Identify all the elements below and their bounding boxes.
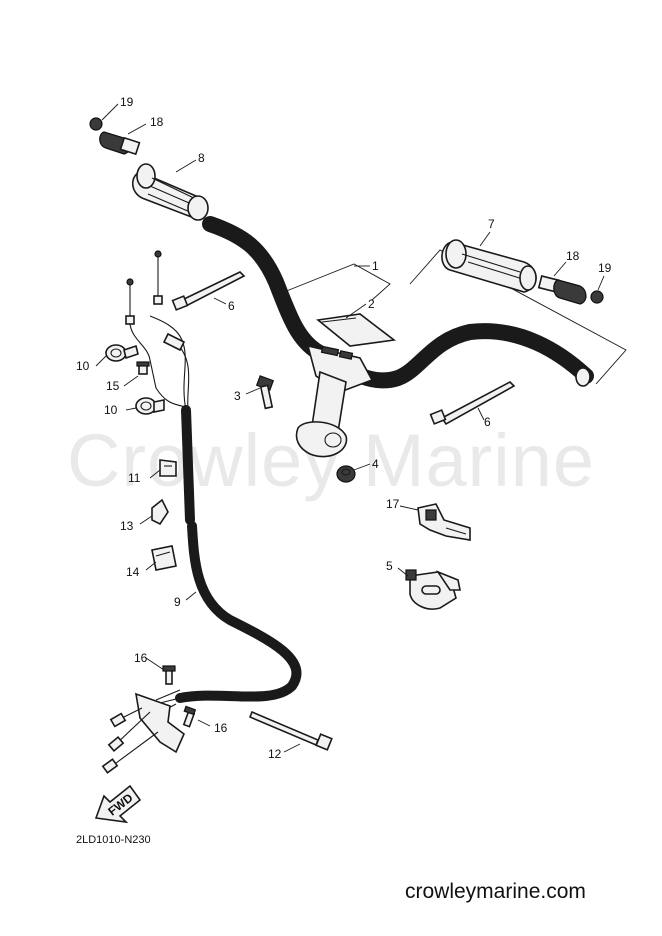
callout-19a: 19 (120, 95, 134, 109)
left-grip-end[interactable] (99, 131, 141, 156)
callout-14: 14 (126, 565, 140, 579)
leader-lines (95, 103, 605, 753)
callout-numbers: 1 2 3 4 5 6 6 7 8 9 10 10 11 12 13 14 15… (76, 95, 612, 761)
right-grip[interactable] (441, 239, 537, 293)
lever-17[interactable] (417, 503, 471, 541)
callout-18a: 18 (150, 115, 164, 129)
left-grip[interactable] (131, 163, 209, 221)
callout-15: 15 (106, 379, 120, 393)
cable-tie-right[interactable] (429, 381, 516, 426)
callout-18b: 18 (566, 249, 580, 263)
site-url-link[interactable]: crowleymarine.com (405, 880, 586, 903)
callout-17: 17 (386, 497, 400, 511)
handlebar-pad[interactable] (316, 313, 397, 347)
screw-15[interactable] (136, 361, 150, 375)
callout-1: 1 (372, 259, 379, 273)
callout-16a: 16 (134, 651, 148, 665)
clip-13[interactable] (151, 498, 169, 526)
cable-tie-lower[interactable] (248, 710, 333, 751)
clamp-lower-10[interactable] (135, 397, 165, 415)
callout-12: 12 (268, 747, 282, 761)
handlebar[interactable] (202, 216, 594, 458)
nut-4[interactable] (336, 465, 356, 483)
lever-5[interactable] (405, 569, 461, 610)
bracket-outline-1 (283, 263, 391, 301)
callout-16b: 16 (214, 721, 228, 735)
bracket-outline-7 (409, 249, 627, 385)
callout-4: 4 (372, 457, 379, 471)
callout-10a: 10 (76, 359, 90, 373)
callout-11: 11 (128, 471, 141, 485)
forward-direction-arrow: FWD (94, 784, 142, 824)
callout-13: 13 (120, 519, 134, 533)
callout-7: 7 (488, 217, 495, 231)
handlebar-base (295, 421, 348, 458)
right-grip-end[interactable] (537, 275, 587, 305)
throttle-cable[interactable] (125, 250, 302, 703)
clamp-upper-10[interactable] (105, 344, 139, 362)
callout-8: 8 (198, 151, 205, 165)
right-end-cap[interactable] (590, 290, 604, 304)
callout-5: 5 (386, 559, 393, 573)
bolt-3[interactable] (255, 375, 275, 410)
clip-11[interactable] (159, 459, 177, 477)
cable-end-assembly[interactable] (101, 689, 185, 774)
left-end-cap[interactable] (89, 117, 103, 131)
callout-19b: 19 (598, 261, 612, 275)
diagram-code: 2LD1010-N230 (76, 834, 151, 846)
bolt-16-lower[interactable] (182, 705, 197, 728)
callout-2: 2 (368, 297, 375, 311)
cable-tie-upper[interactable] (171, 271, 246, 311)
callout-3: 3 (234, 389, 241, 403)
bolt-16-upper[interactable] (162, 665, 176, 685)
callout-6b: 6 (484, 415, 491, 429)
callout-10b: 10 (104, 403, 118, 417)
callout-9: 9 (174, 595, 181, 609)
handlebar-end-right (575, 367, 591, 387)
holder-14[interactable] (151, 545, 177, 571)
callout-6a: 6 (228, 299, 235, 313)
